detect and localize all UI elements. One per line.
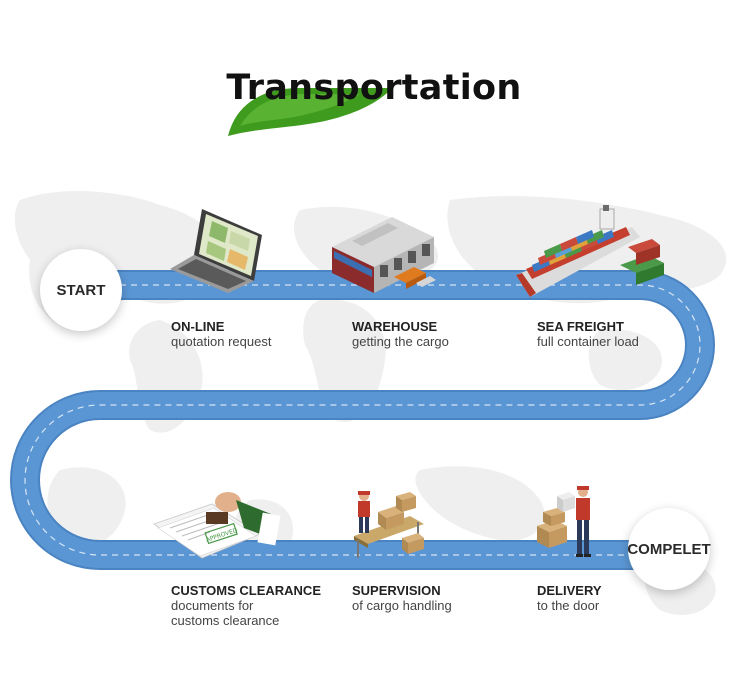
step-description: full container load [537, 334, 639, 349]
step-title: ON-LINE [171, 319, 225, 334]
delivery-worker-icon [537, 486, 591, 557]
stamp-document-icon: APPROVED [153, 492, 281, 559]
step-title: SEA FREIGHT [537, 319, 624, 334]
step-supervision: SUPERVISION of cargo handling [352, 583, 452, 613]
step-description: of cargo handling [352, 598, 452, 613]
step-description: to the door [537, 598, 600, 613]
conveyor-worker-icon [354, 491, 424, 558]
warehouse-icon [332, 217, 436, 293]
step-description: quotation request [171, 334, 272, 349]
step-title: WAREHOUSE [352, 319, 438, 334]
start-label: START [56, 281, 106, 299]
page-title: Transportation [226, 68, 522, 108]
start-node: START [40, 249, 122, 331]
step-customs: CUSTOMS CLEARANCE documents for customs … [171, 583, 321, 628]
road-center-line [24, 284, 701, 556]
step-title: DELIVERY [537, 583, 602, 598]
step-title: CUSTOMS CLEARANCE [171, 583, 321, 598]
cargo-ship-icon [516, 205, 664, 297]
leaf-highlight [240, 94, 360, 126]
step-description: getting the cargo [352, 334, 449, 349]
step-sea-freight: SEA FREIGHT full container load [537, 319, 639, 349]
end-label: COMPELET [627, 540, 711, 558]
end-node: COMPELET [627, 508, 711, 590]
step-warehouse: WAREHOUSE getting the cargo [352, 319, 449, 349]
step-online: ON-LINE quotation request [171, 319, 271, 349]
laptop-icon [170, 209, 262, 293]
step-title: SUPERVISION [352, 583, 441, 598]
step-description: documents for customs clearance [171, 598, 280, 628]
step-delivery: DELIVERY to the door [537, 583, 602, 613]
